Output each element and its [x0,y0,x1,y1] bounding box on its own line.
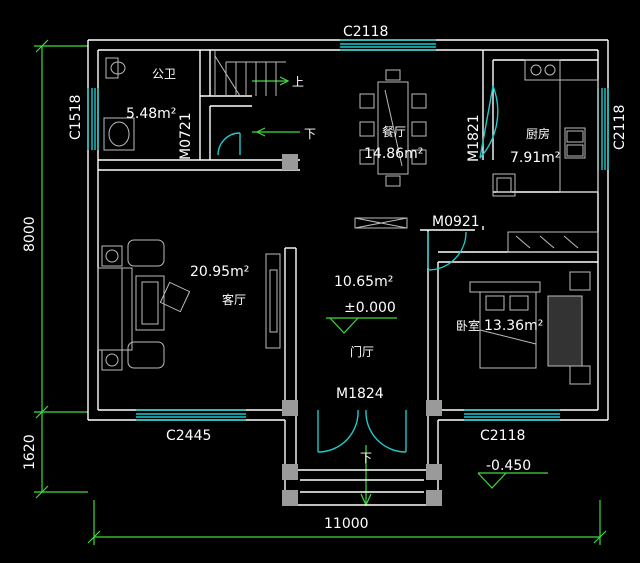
door-kitchen-label: M1821 [466,114,482,162]
windows [87,39,609,453]
window-top-label: C2118 [343,24,388,40]
dimension-width: 11000 [324,516,369,532]
window-left-label: C1518 [68,95,84,140]
door-bedroom-label: M0921 [432,214,480,230]
door-entry-label: M1824 [336,386,384,402]
window-right [597,88,609,170]
kitchen-door-swing [479,85,499,159]
dining-name: 餐厅 [382,124,406,139]
wc-door-swing [217,132,241,156]
bedroom-area: 13.36m² [484,318,543,334]
entry-door-swing [365,409,407,453]
tv-cabinet [265,253,281,349]
window-bottom-left [136,409,246,421]
dimension-depth-main: 8000 [22,216,38,252]
furniture [97,50,599,385]
exterior-level: -0.450 [486,458,531,474]
window-bottom-right [464,409,560,421]
wc-name: 公卫 [152,67,176,81]
living-name: 客厅 [222,292,246,307]
bed [469,271,591,385]
stair-up-label: 上 [292,75,304,89]
living-area: 20.95m² [190,264,249,280]
window-bottom-left-label: C2445 [166,428,211,444]
kitchen-name: 厨房 [526,126,550,141]
wardrobe [507,231,599,253]
foyer-area: 10.65m² [334,274,393,290]
dining-table [359,69,427,187]
stair-down-label: 下 [304,127,316,141]
kitchen-counter [492,59,599,197]
foyer-niche [354,217,408,229]
staircase [214,50,286,97]
window-top [340,39,436,51]
columns [282,154,442,506]
window-left [87,88,99,150]
dimension-depth-porch: 1620 [22,434,38,470]
washbasin [103,117,135,151]
dining-area: 14.86m² [364,146,423,162]
bedroom-name: 卧室 [456,318,480,333]
door-wc-label: M0721 [178,112,194,160]
toilet [105,57,126,79]
window-bottom-right-label: C2118 [480,428,525,444]
foyer-name: 门厅 [350,344,374,359]
sofa-set [97,239,191,371]
bedroom-door-swing [427,231,467,271]
kitchen-area: 7.91m² [510,150,560,166]
entry-steps-down-label: 下 [360,451,372,465]
foyer-level: ±0.000 [344,300,396,316]
wc-area: 5.48m² [126,106,176,122]
window-right-label: C2118 [612,105,628,150]
